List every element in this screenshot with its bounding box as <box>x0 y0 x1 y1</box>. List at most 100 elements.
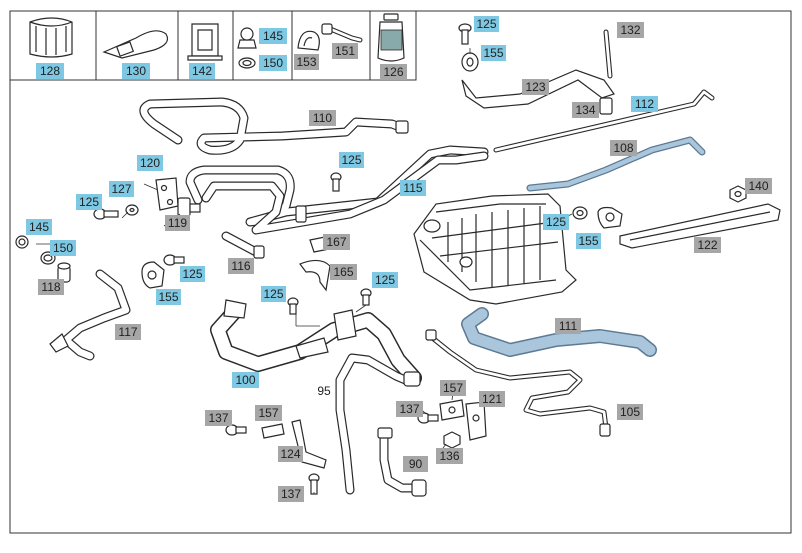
callout-126: 126 <box>380 64 407 80</box>
part-116-tube <box>221 231 265 259</box>
callout-number: 145 <box>263 29 283 43</box>
part-136-nut <box>443 431 461 449</box>
part-137-bolt-b <box>308 473 320 495</box>
callout-117: 117 <box>115 324 141 340</box>
part-112-pipe-long <box>493 89 715 153</box>
callout-145: 145 <box>26 219 52 235</box>
callout-111: 111 <box>555 318 581 334</box>
callout-box <box>205 410 232 426</box>
callout-number: 121 <box>482 392 502 406</box>
callout-145: 145 <box>259 28 287 44</box>
callout-box <box>189 63 215 79</box>
part-157-sleeve <box>261 423 285 439</box>
callout-150: 150 <box>50 240 76 256</box>
callout-box <box>631 96 658 112</box>
callout-box <box>339 152 364 168</box>
callout-box <box>309 110 336 126</box>
callout-100: 100 <box>232 372 259 388</box>
callout-box <box>400 180 426 196</box>
callout-number: 155 <box>158 290 178 304</box>
part-127-washer <box>125 204 139 216</box>
callout-number: 125 <box>476 17 496 31</box>
callout-125: 125 <box>372 272 398 288</box>
callout-number: 124 <box>280 447 300 461</box>
part-95-hose <box>335 353 421 495</box>
part-125-bolt-right <box>572 206 588 220</box>
callout-137: 137 <box>278 486 304 502</box>
part-157-bracket-center <box>439 399 465 421</box>
callout-112: 112 <box>631 96 658 112</box>
callout-box <box>38 279 64 295</box>
callout-box <box>278 486 304 502</box>
callout-number: 128 <box>40 64 60 78</box>
callout-number: 125 <box>546 215 566 229</box>
callout-number: 137 <box>281 487 301 501</box>
callout-number: 132 <box>620 23 640 37</box>
callout-box <box>617 404 643 420</box>
part-120-bracket <box>155 177 179 211</box>
part-155-grommet-right <box>597 206 623 229</box>
callout-number: 140 <box>748 179 768 193</box>
callout-125: 125 <box>180 266 205 282</box>
part-117-hose <box>49 269 131 361</box>
callout-box <box>440 380 466 396</box>
callout-number: 155 <box>483 46 503 60</box>
callout-125: 125 <box>76 194 102 210</box>
callout-box <box>115 324 141 340</box>
part-canister <box>413 193 577 305</box>
part-110-hose <box>139 97 409 155</box>
part-125-bolt-mid-left <box>163 254 185 266</box>
callout-number: 115 <box>403 181 422 195</box>
callout-box <box>481 45 506 61</box>
callout-number: 134 <box>575 103 595 117</box>
callout-121: 121 <box>479 391 505 407</box>
part-155-grommet-top <box>461 52 479 72</box>
callout-number: 167 <box>326 235 346 249</box>
callout-125: 125 <box>474 16 499 32</box>
part-105-pipe <box>425 329 611 437</box>
callout-box <box>259 55 287 71</box>
callout-157: 157 <box>255 405 282 421</box>
callout-box <box>436 448 463 464</box>
callout-number: 165 <box>333 265 353 279</box>
callout-box <box>180 266 205 282</box>
callout-number: 120 <box>140 156 160 170</box>
callout-165: 165 <box>330 264 357 280</box>
callout-number: 125 <box>79 195 99 209</box>
part-111-hose-highlight <box>461 307 657 357</box>
part-122-rail <box>619 203 781 249</box>
callout-box <box>76 194 102 210</box>
callout-124: 124 <box>278 446 303 462</box>
callout-number: 142 <box>192 64 212 78</box>
callout-box <box>259 28 287 44</box>
callout-box <box>228 258 254 274</box>
callout-box <box>522 79 549 95</box>
callout-box <box>576 233 601 249</box>
callout-number: 117 <box>118 325 137 339</box>
part-150-ring-left <box>40 251 56 265</box>
callout-108: 108 <box>610 140 637 156</box>
callout-number: 153 <box>296 55 316 69</box>
part-125-bolt-center-a <box>330 172 342 192</box>
part-125-bolt-center-b <box>287 297 299 315</box>
callout-number: 125 <box>375 273 395 287</box>
part-125-bolt-top <box>458 23 472 45</box>
part-130-cable-tie <box>102 30 169 59</box>
part-128-cap <box>29 17 73 58</box>
part-90-hose <box>377 427 427 497</box>
callout-number: 112 <box>635 97 654 111</box>
part-145-plug-left <box>15 235 29 249</box>
callout-box <box>255 405 282 421</box>
callout-number: 155 <box>578 234 598 248</box>
callout-125: 125 <box>261 286 286 302</box>
callout-box <box>165 215 190 231</box>
callout-137: 137 <box>205 410 232 426</box>
callout-box <box>479 391 505 407</box>
callout-155: 155 <box>156 289 181 305</box>
callout-130: 130 <box>122 63 150 79</box>
callout-155: 155 <box>481 45 506 61</box>
callout-number: 150 <box>53 241 73 255</box>
callout-157: 157 <box>440 380 466 396</box>
callout-118: 118 <box>38 279 64 295</box>
